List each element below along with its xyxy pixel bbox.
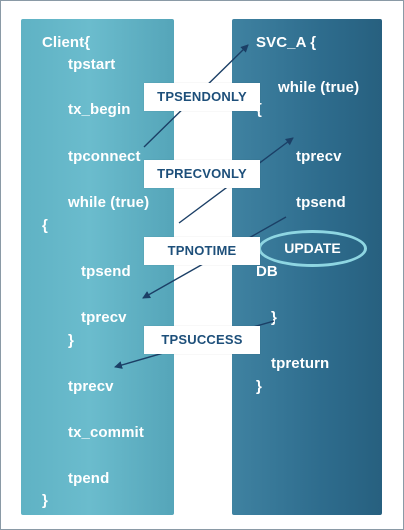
flag-tpnotime: TPNOTIME — [144, 237, 260, 265]
client-open: Client{ — [42, 34, 91, 51]
svc-open: SVC_A { — [256, 34, 317, 51]
client-tpend: tpend — [68, 470, 110, 487]
svc-tprecv: tprecv — [296, 148, 342, 165]
client-brace-close: } — [68, 332, 74, 349]
client-brace-open: { — [42, 217, 48, 234]
client-tx-commit: tx_commit — [68, 424, 144, 441]
client-close: } — [42, 492, 48, 509]
client-tprecv: tprecv — [68, 378, 114, 395]
client-while: while (true) — [68, 194, 150, 211]
client-tx-begin: tx_begin — [68, 101, 131, 118]
flag-tprecvonly: TPRECVONLY — [144, 160, 260, 188]
flag-tpsuccess: TPSUCCESS — [144, 326, 260, 354]
svc-db: DB — [256, 263, 278, 280]
client-tprecv-inner: tprecv — [81, 309, 127, 326]
client-tpstart: tpstart — [68, 56, 116, 73]
svc-close: } — [256, 378, 262, 395]
svc-brace-close: } — [271, 309, 277, 326]
svc-while: while (true) — [278, 79, 360, 96]
svc-tpsend: tpsend — [296, 194, 346, 211]
svc-tpreturn: tpreturn — [271, 355, 330, 372]
client-tpsend: tpsend — [81, 263, 131, 280]
client-tpconnect: tpconnect — [68, 148, 141, 165]
flag-tpsendonly: TPSENDONLY — [144, 83, 260, 111]
